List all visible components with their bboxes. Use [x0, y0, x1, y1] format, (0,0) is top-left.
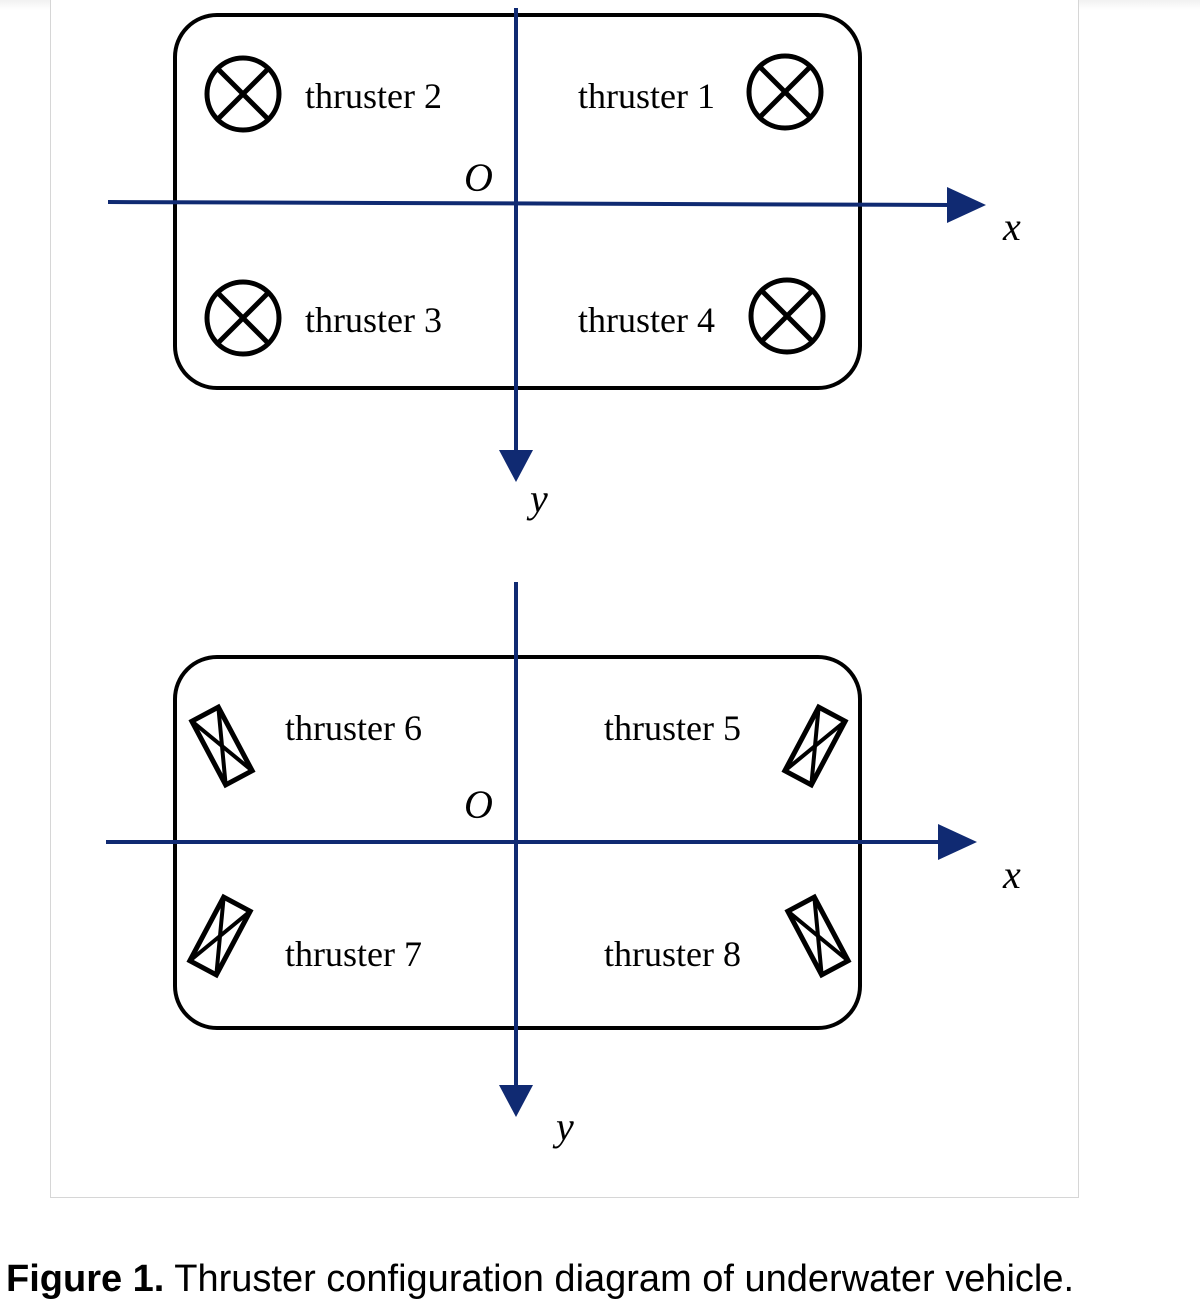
x-axis-arrowhead-bottom: [938, 824, 977, 860]
thruster-label: thruster 6: [285, 708, 422, 748]
y-axis-label-bottom: y: [552, 1104, 574, 1149]
x-axis-label-top: x: [1002, 204, 1021, 249]
circle-cross-icon: [749, 56, 821, 128]
y-axis-arrowhead-bottom: [499, 1085, 533, 1117]
origin-label-top: O: [464, 155, 493, 200]
top-panel: O x y thruster 2 thruster 1 thruster 3 t…: [107, 8, 1021, 521]
thruster-label: thruster 4: [578, 300, 715, 340]
thruster-label: thruster 1: [578, 76, 715, 116]
tilted-box-cross-icon: [190, 897, 250, 975]
thruster-configuration-diagram: O x y thruster 2 thruster 1 thruster 3 t…: [106, 8, 1021, 1149]
thruster-label: thruster 7: [285, 934, 422, 974]
circle-cross-icon: [751, 280, 823, 352]
origin-label-bottom: O: [464, 782, 493, 827]
x-axis-label-bottom: x: [1002, 852, 1021, 897]
thruster-label: thruster 3: [305, 300, 442, 340]
y-axis-label-top: y: [526, 476, 548, 521]
figure-caption: Figure 1. Thruster configuration diagram…: [6, 1258, 1074, 1301]
y-axis-arrowhead-top: [499, 450, 533, 482]
x-axis-line-top: [107, 200, 953, 207]
tilted-box-cross-icon: [192, 707, 252, 785]
thruster-label: thruster 8: [604, 934, 741, 974]
circle-cross-icon: [207, 282, 279, 354]
figure-frame: [50, 0, 1079, 1198]
x-axis-arrowhead-top: [947, 187, 986, 223]
circle-cross-icon: [207, 58, 279, 130]
tilted-box-cross-icon: [785, 707, 845, 785]
thruster-label: thruster 2: [305, 76, 442, 116]
figure-number: Figure 1.: [6, 1258, 165, 1300]
bottom-panel: O x y thruster 6 thruster 5 thruster 7 t…: [106, 582, 1021, 1149]
tilted-box-cross-icon: [788, 897, 848, 975]
caption-text: Thruster configuration diagram of underw…: [164, 1258, 1075, 1300]
thruster-label: thruster 5: [604, 708, 741, 748]
